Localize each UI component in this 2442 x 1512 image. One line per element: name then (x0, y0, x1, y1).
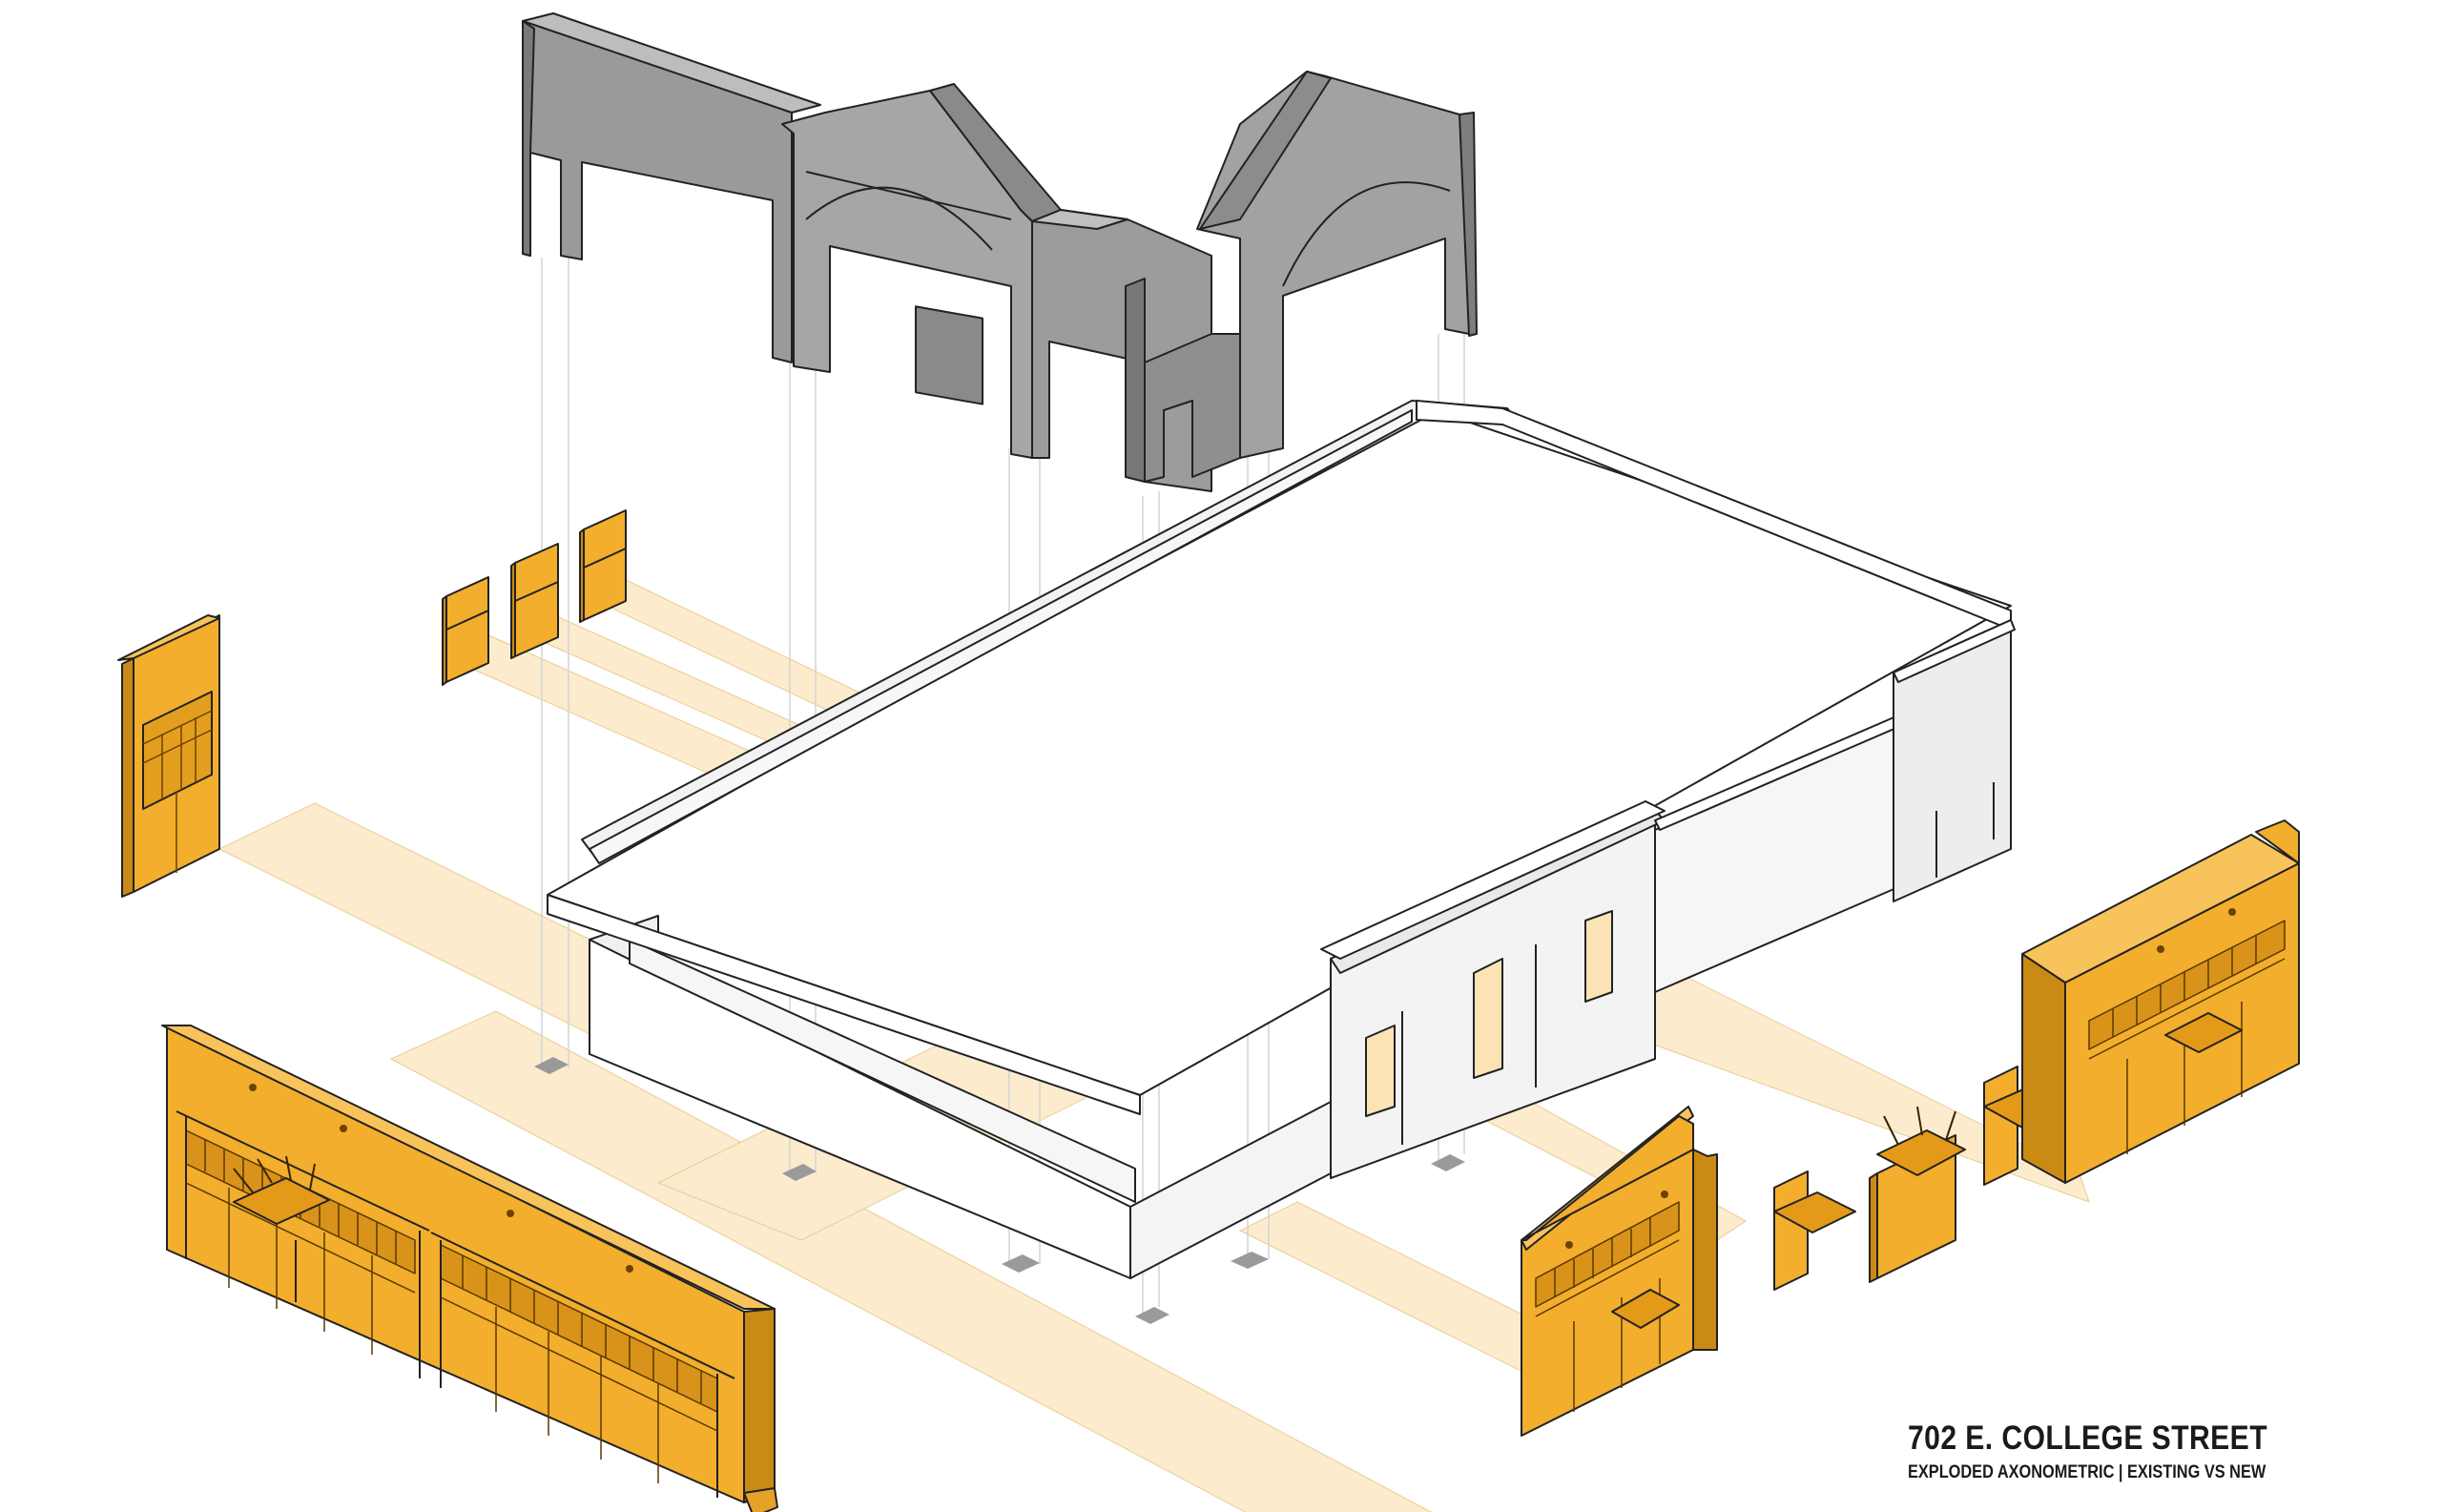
existing-facade-removed (522, 12, 1478, 492)
existing-window-b (1473, 958, 1503, 1079)
new-awning-panels (1773, 1066, 2071, 1291)
footprint-markers (534, 1057, 1465, 1324)
sign-panel-b (514, 543, 559, 657)
caption-title: 702 E. COLLEGE STREET (1908, 1419, 2268, 1457)
awning-panel-a (1773, 1170, 1809, 1291)
diagram-caption: 702 E. COLLEGE STREET EXPLODED AXONOMETR… (1908, 1419, 2423, 1484)
new-storefront-facade (161, 1025, 778, 1512)
existing-left-wing (522, 20, 793, 363)
band-front-long (389, 1010, 1433, 1512)
existing-window-c (1584, 910, 1613, 1003)
awning-front (233, 1155, 330, 1225)
existing-right-wing (1144, 333, 1241, 483)
caption-subtitle: EXPLODED AXONOMETRIC | EXISTING VS NEW (1908, 1462, 2266, 1482)
awning-panel-c (1983, 1066, 2018, 1186)
new-facade-right-front (1521, 1106, 1718, 1437)
existing-building-shell (547, 400, 2016, 1279)
new-facade-right-end (2021, 819, 2300, 1184)
existing-window-a (1365, 1025, 1396, 1117)
sign-panel-a (445, 576, 489, 683)
new-signage-panels (442, 509, 627, 686)
new-facade-left-end (117, 614, 220, 898)
front-facade-return (743, 1308, 776, 1503)
